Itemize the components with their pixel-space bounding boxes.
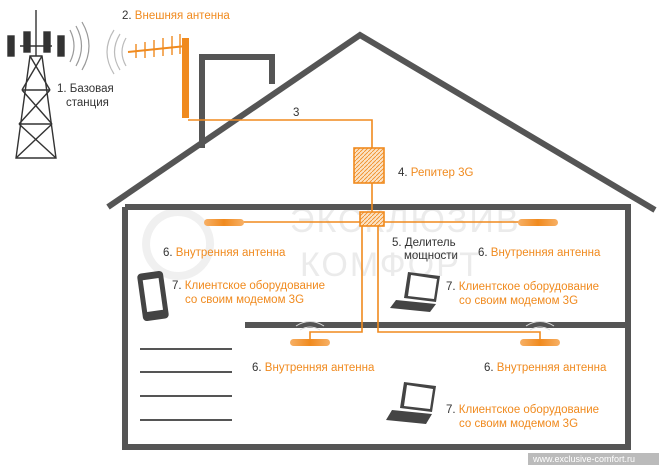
label-client-upper-right: 7. Клиентское оборудование (446, 281, 599, 293)
indoor-antenna-lower-right (520, 339, 560, 346)
watermark-url: www.exclusive-comfort.ru (532, 454, 635, 464)
house (106, 31, 657, 450)
label-client-left: 7. Клиентское оборудование (172, 280, 325, 292)
stairs (140, 348, 232, 421)
cable-splitter-lower-right (377, 225, 541, 340)
label-base-station: 1. Базовая (57, 83, 114, 95)
label-client-lower-right-line2: со своим модемом 3G (459, 418, 578, 430)
watermark-line2: КОМФОРТ (300, 246, 482, 284)
label-splitter-line2: мощности (404, 250, 458, 262)
label-client-lower-right: 7. Клиентское оборудование (446, 404, 599, 416)
laptop-icon-lower (386, 382, 436, 424)
label-client-upper-right-line2: со своим модемом 3G (459, 295, 578, 307)
cable-outdoor-to-repeater (188, 119, 373, 148)
repeater-box (353, 147, 385, 184)
house-walls (122, 204, 631, 450)
laptop-icon-upper (390, 272, 440, 312)
cable-splitter-lower-left (309, 225, 363, 340)
label-base-station-line2: станция (66, 97, 109, 109)
label-repeater: 4. Репитер 3G (398, 167, 474, 179)
indoor-signal-icons (295, 321, 555, 331)
base-station-signal-icon (69, 21, 90, 71)
indoor-antenna-lower-left (290, 339, 330, 346)
watermark: ЭКСКЛЮЗИВ КОМФОРТ (142, 202, 519, 284)
tablet-icon (137, 270, 169, 322)
roof (106, 31, 657, 213)
label-indoor-antenna-upper-left: 6. Внутренняя антенна (163, 247, 286, 259)
outdoor-antenna-signal-icon (106, 29, 127, 75)
splitter-box (359, 211, 385, 227)
chimney (199, 54, 275, 148)
label-outdoor-antenna: 2. Внешняя антенна (122, 10, 230, 22)
base-station-tower (7, 10, 65, 159)
label-indoor-antenna-lower-left: 6. Внутренняя антенна (252, 362, 375, 374)
url-bar (528, 453, 659, 465)
label-indoor-antenna-lower-right: 6. Внутренняя антенна (484, 362, 607, 374)
label-indoor-antenna-upper-right: 6. Внутренняя антенна (478, 247, 601, 259)
indoor-antenna-upper-right (518, 219, 558, 226)
label-cable: 3 (293, 107, 299, 119)
label-splitter: 5. Делитель (392, 237, 456, 249)
outdoor-antenna (106, 29, 189, 118)
indoor-antenna-upper-left (204, 219, 244, 226)
label-client-left-line2: со своим модемом 3G (185, 294, 304, 306)
